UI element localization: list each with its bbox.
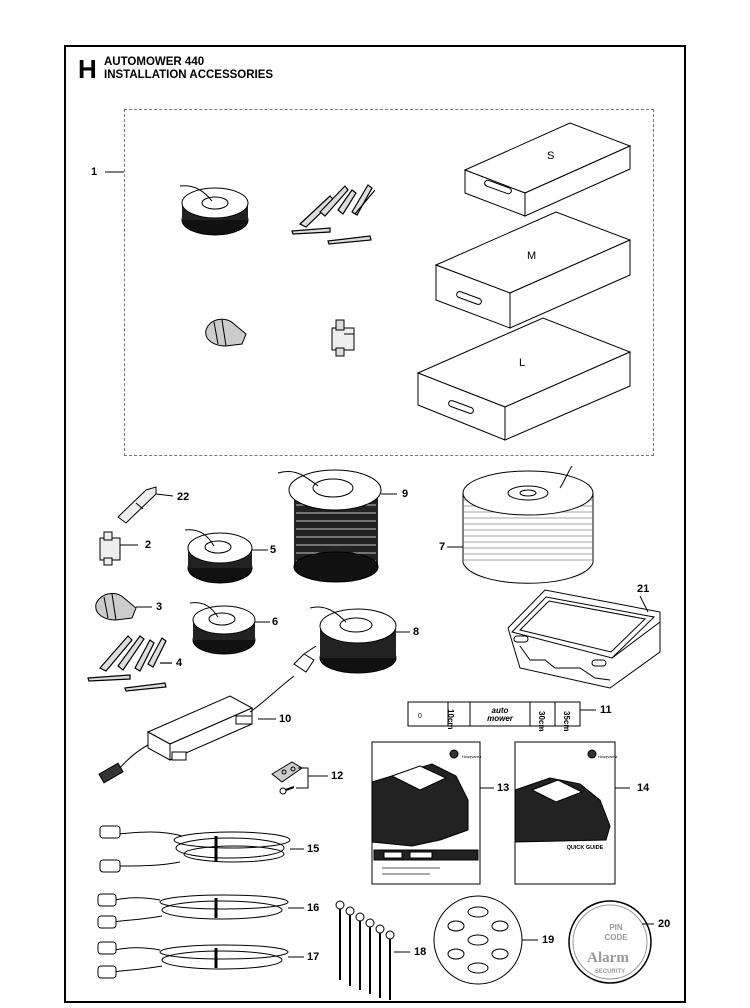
wire-spool-icon [184,529,268,584]
box-size-l: L [519,357,526,369]
section-letter: H [78,54,97,84]
section-title: INSTALLATION ACCESSORIES [104,69,274,81]
box-s-icon [463,122,632,217]
part-number-1: 1 [91,166,98,178]
sticker-code: CODE [604,933,628,942]
part-number-19: 19 [542,934,555,946]
pegs-icon [291,184,376,245]
part-number-17: 17 [307,951,320,963]
part-number-14: 14 [637,782,650,794]
gauge-mark-10: 10cm [446,709,455,729]
part-number-16: 16 [307,902,320,914]
box-l-icon [416,317,632,441]
wire-spool-icon [189,602,270,655]
box-size-m: M [527,250,537,262]
cable-icon [97,893,304,929]
coupler-icon [205,318,247,347]
installation-kit-group [124,109,654,456]
gauge-mark-35: 35cm [562,711,571,731]
wire-spool-icon [309,606,410,674]
pegs-icon [87,635,172,692]
part-number-12: 12 [331,770,344,782]
wire-spool-icon [179,185,249,236]
drawing-frame [64,45,686,1003]
part-number-15: 15 [307,843,320,855]
coupler-icon [95,592,152,621]
carrying-case-icon [507,589,661,689]
cable-icon [99,825,304,873]
part-number-21: 21 [637,583,650,595]
gauge-brand-line2: mower [487,714,514,723]
wire-spool-icon [277,469,397,583]
alarm-sticker-icon [568,900,654,984]
manual-13-brand: Husqvarna [462,754,482,759]
screws-icon [335,900,410,1000]
power-supply-icon [98,645,317,784]
part-number-6: 6 [272,616,279,628]
box-m-icon [434,211,632,329]
part-number-18: 18 [414,946,427,958]
manual-icon [371,741,494,885]
blade-and-screw-icon [271,761,328,795]
sticker-alarm: Alarm [587,950,629,966]
part-number-13: 13 [497,782,510,794]
part-number-11: 11 [600,704,612,716]
part-number-7: 7 [439,541,446,553]
part-number-20: 20 [658,918,671,930]
cable-icon [97,941,304,979]
part-number-2: 2 [145,539,152,551]
gauge-brand-line1: auto [492,706,509,715]
part-number-8: 8 [413,626,420,638]
gauge-mark-30: 30cm [537,711,546,731]
box-size-s: S [547,150,555,162]
wire-connector-icon [99,531,138,566]
quick-guide-icon [514,741,630,885]
wire-reel-icon [447,465,594,584]
manual-14-brand: Husqvarna [598,754,618,759]
quick-guide-label: QUICK GUIDE [567,845,604,851]
sticker-pin: PIN [609,923,623,932]
part-number-5: 5 [270,544,277,556]
model-title: AUTOMOWER 440 [104,56,205,68]
part-number-22: 22 [177,491,190,503]
wall-hanger-icon [433,895,538,985]
measuring-gauge-icon [407,701,596,727]
sticker-security: SECURITY [595,969,625,975]
screwdriver-bit-icon [117,486,174,524]
part-number-3: 3 [156,601,163,613]
part-number-4: 4 [176,657,183,669]
wire-connector-icon [331,319,355,357]
part-number-9: 9 [402,488,409,500]
part-number-10: 10 [279,713,292,725]
gauge-mark-0: 0 [418,713,422,720]
